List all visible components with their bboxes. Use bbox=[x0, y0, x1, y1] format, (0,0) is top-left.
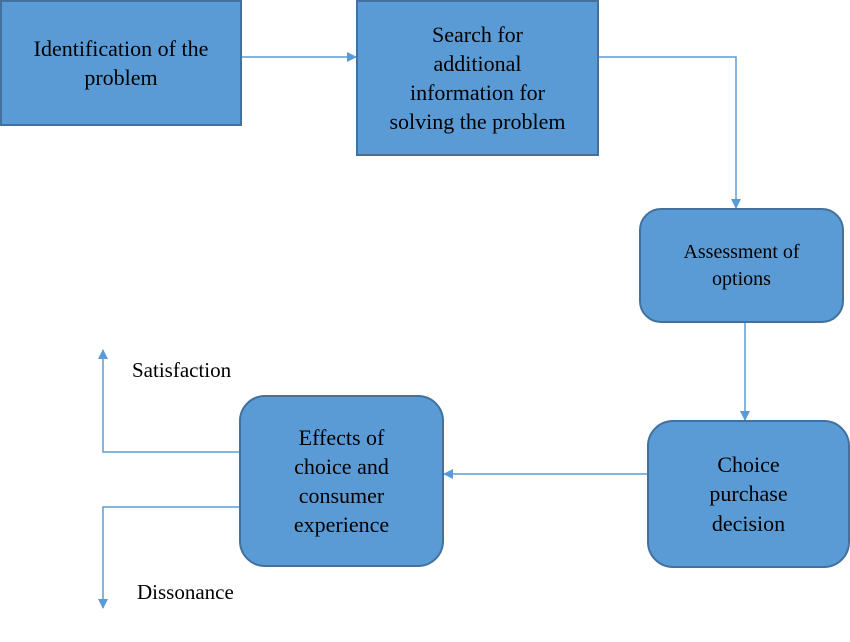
step-assessment-box: Assessment of options bbox=[639, 208, 844, 323]
arrow-search-to-assessment bbox=[598, 56, 741, 209]
step-identification-label: Identification of the problem bbox=[33, 35, 209, 90]
arrow-to-satisfaction bbox=[98, 349, 240, 453]
arrow-to-dissonance bbox=[98, 506, 240, 609]
outcome-satisfaction-label: Satisfaction bbox=[132, 358, 232, 382]
step-choice-label: Choice purchase decision bbox=[709, 452, 788, 536]
step-choice-box: Choice purchase decision bbox=[647, 420, 850, 568]
step-identification-box: Identification of the problem bbox=[0, 0, 242, 126]
step-search-box: Search for additional information for so… bbox=[356, 0, 599, 156]
step-effects-box: Effects of choice and consumer experienc… bbox=[239, 395, 444, 567]
outcome-dissonance-label: Dissonance bbox=[137, 580, 234, 604]
step-assessment-label: Assessment of options bbox=[683, 240, 800, 290]
step-effects-label: Effects of choice and consumer experienc… bbox=[293, 424, 390, 538]
step-search-label: Search for additional information for so… bbox=[389, 21, 566, 135]
